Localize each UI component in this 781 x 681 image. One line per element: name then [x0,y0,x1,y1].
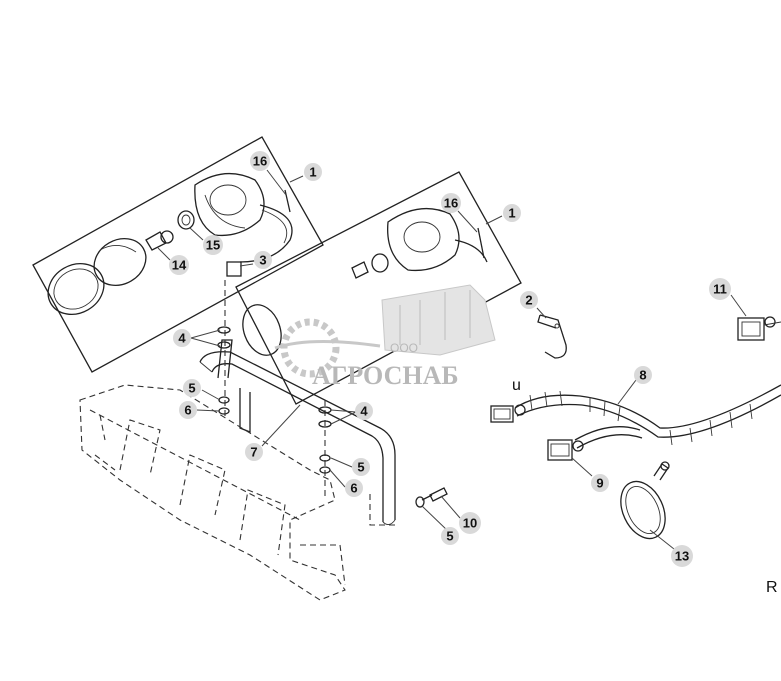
clamp-13 [620,461,670,540]
callout-2: 2 [520,291,538,309]
callout-6-left: 6 [179,401,197,419]
callout-1-right-lamp: 1 [503,204,521,222]
stray-letter: u [512,377,521,394]
callout-4-left: 4 [173,329,191,347]
callout-5-right: 5 [352,458,370,476]
callout-4-right: 4 [355,402,373,420]
svg-text:3: 3 [259,253,266,268]
leader-lines [157,169,747,550]
callout-3: 3 [254,251,272,269]
svg-text:14: 14 [172,258,187,273]
svg-text:7: 7 [250,445,257,460]
callout-11: 11 [709,278,731,300]
svg-text:4: 4 [360,404,368,419]
hardware-right [318,400,332,500]
callout-6-right: 6 [345,479,363,497]
callout-14: 14 [169,255,189,275]
svg-text:11: 11 [713,282,727,297]
svg-text:16: 16 [444,196,458,211]
svg-text:5: 5 [188,381,195,396]
svg-text:10: 10 [463,516,477,531]
svg-text:4: 4 [178,331,186,346]
harness-8 [490,384,781,449]
callout-10: 10 [459,512,481,534]
svg-text:1: 1 [508,206,515,221]
mounting-bar [199,339,396,525]
svg-text:16: 16 [253,154,267,169]
lamp-assembly-left [32,136,324,373]
bracket-2 [537,314,567,359]
svg-text:1: 1 [309,165,316,180]
callout-16-right-lamp: 16 [441,193,461,213]
callout-13: 13 [671,545,693,567]
svg-text:6: 6 [350,481,357,496]
svg-text:13: 13 [675,549,689,564]
callout-15: 15 [203,235,223,255]
callout-16-left-lamp: 16 [250,151,270,171]
svg-text:15: 15 [206,238,220,253]
callout-8: 8 [634,366,652,384]
svg-text:8: 8 [639,368,646,383]
svg-text:6: 6 [184,403,191,418]
watermark-brand-text: АГРОСНАБ [312,361,459,390]
svg-text:5: 5 [446,529,453,544]
svg-text:9: 9 [596,476,603,491]
callout-5-left: 5 [183,379,201,397]
callout-7: 7 [245,443,263,461]
frame-phantom [79,384,346,601]
lamp-assembly-right [235,171,522,405]
watermark-small-text: ООО [390,341,418,355]
callout-9: 9 [591,474,609,492]
callout-bubbles: 16 1 15 14 3 16 1 2 [169,151,731,567]
corner-code: R [766,579,778,596]
callout-5-bolt: 5 [441,527,459,545]
connector-11 [737,316,781,341]
svg-text:2: 2 [525,293,532,308]
connector-9 [547,439,584,461]
svg-text:5: 5 [357,460,364,475]
bolt-10 [369,487,448,526]
callout-1-left-lamp: 1 [304,163,322,181]
watermark-logo: ООО АГРОСНАБ [274,284,496,390]
